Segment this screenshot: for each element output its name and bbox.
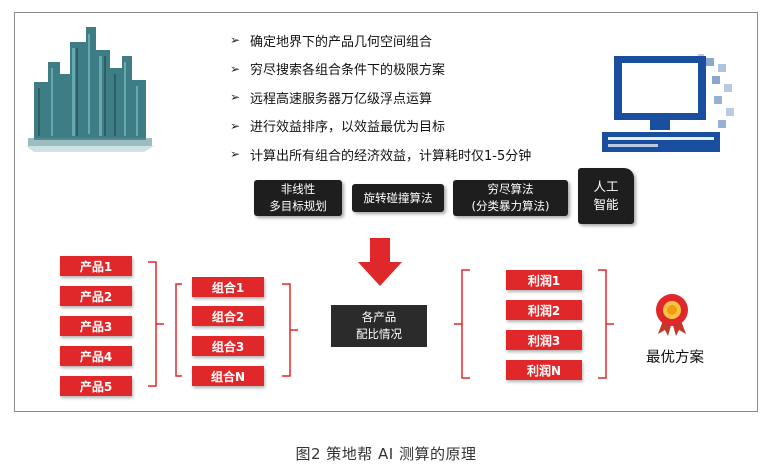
combo-label: 组合1: [211, 280, 245, 295]
product-box: 产品5: [60, 376, 132, 396]
algo-nonlinear-programming: 非线性 多目标规划: [254, 180, 342, 216]
product-label: 产品5: [79, 379, 113, 394]
bullet-item: ➢ 穷尽搜索各组合条件下的极限方案: [230, 55, 560, 84]
computer-icon: [602, 54, 734, 152]
product-label: 产品1: [79, 259, 113, 274]
best-plan-label: 最优方案: [646, 350, 704, 366]
feature-bullet-list: ➢ 确定地界下的产品几何空间组合 ➢ 穷尽搜索各组合条件下的极限方案 ➢ 远程高速服务…: [230, 26, 560, 169]
down-arrow-icon: [358, 238, 402, 286]
algo-line: 智能: [593, 197, 619, 212]
bullet-marker: ➢: [230, 61, 241, 76]
bullet-marker: ➢: [230, 90, 241, 105]
profit-label: 利润2: [527, 303, 561, 318]
profit-box: 利润3: [506, 330, 582, 350]
product-ratio-box: 各产品 配比情况: [331, 305, 427, 347]
profit-label: 利润3: [527, 333, 561, 348]
bullet-text: 穷尽搜索各组合条件下的极限方案: [250, 63, 446, 79]
compare-line: 配比情况: [356, 327, 402, 341]
bullet-marker: ➢: [230, 33, 241, 48]
profit-label: 利润1: [527, 273, 561, 288]
algo-line: 穷尽算法: [487, 182, 534, 197]
bullet-item: ➢ 远程高速服务器万亿级浮点运算: [230, 83, 560, 112]
bullet-marker: ➢: [230, 118, 241, 133]
bullet-item: ➢ 确定地界下的产品几何空间组合: [230, 26, 560, 55]
bullet-text: 计算出所有组合的经济效益，计算耗时仅1-5分钟: [250, 148, 532, 164]
bullet-marker: ➢: [230, 147, 241, 162]
product-box: 产品4: [60, 346, 132, 366]
profit-box: 利润2: [506, 300, 582, 320]
city-skyline-icon: [26, 27, 154, 152]
algo-line: (分类暴力算法): [471, 199, 550, 213]
product-label: 产品4: [79, 349, 113, 364]
algo-line: 人工: [593, 178, 619, 194]
product-box: 产品3: [60, 316, 132, 336]
algo-exhaustive-search: 穷尽算法 (分类暴力算法): [453, 180, 568, 216]
algo-artificial-intelligence: 人工 智能: [578, 168, 634, 224]
bullet-text: 确定地界下的产品几何空间组合: [250, 34, 433, 50]
figure-caption: 图2 策地帮 AI 测算的原理: [295, 445, 477, 463]
profit-box: 利润1: [506, 270, 582, 290]
compare-line: 各产品: [361, 310, 397, 325]
bullet-text: 远程高速服务器万亿级浮点运算: [250, 91, 433, 107]
bullet-item: ➢ 进行效益排序，以效益最优为目标: [230, 112, 560, 141]
algo-line: 多目标规划: [269, 199, 327, 213]
product-box: 产品1: [60, 256, 132, 276]
medal-icon: [656, 294, 688, 336]
product-box: 产品2: [60, 286, 132, 306]
combo-box: 组合1: [192, 277, 264, 297]
algo-line: 旋转碰撞算法: [363, 190, 433, 205]
combo-label: 组合2: [211, 309, 245, 324]
profit-label: 利润N: [526, 363, 562, 378]
bullet-text: 进行效益排序，以效益最优为目标: [250, 120, 446, 136]
product-label: 产品2: [79, 289, 113, 304]
algo-rotation-collision: 旋转碰撞算法: [352, 184, 444, 212]
profit-box: 利润N: [506, 360, 582, 380]
combo-box: 组合N: [192, 366, 264, 386]
combo-label: 组合N: [210, 369, 246, 384]
bullet-item: ➢ 计算出所有组合的经济效益，计算耗时仅1-5分钟: [230, 140, 560, 169]
algo-line: 非线性: [280, 182, 316, 197]
combo-label: 组合3: [211, 339, 245, 354]
combo-box: 组合2: [192, 306, 264, 326]
combo-box: 组合3: [192, 336, 264, 356]
product-label: 产品3: [79, 319, 113, 334]
